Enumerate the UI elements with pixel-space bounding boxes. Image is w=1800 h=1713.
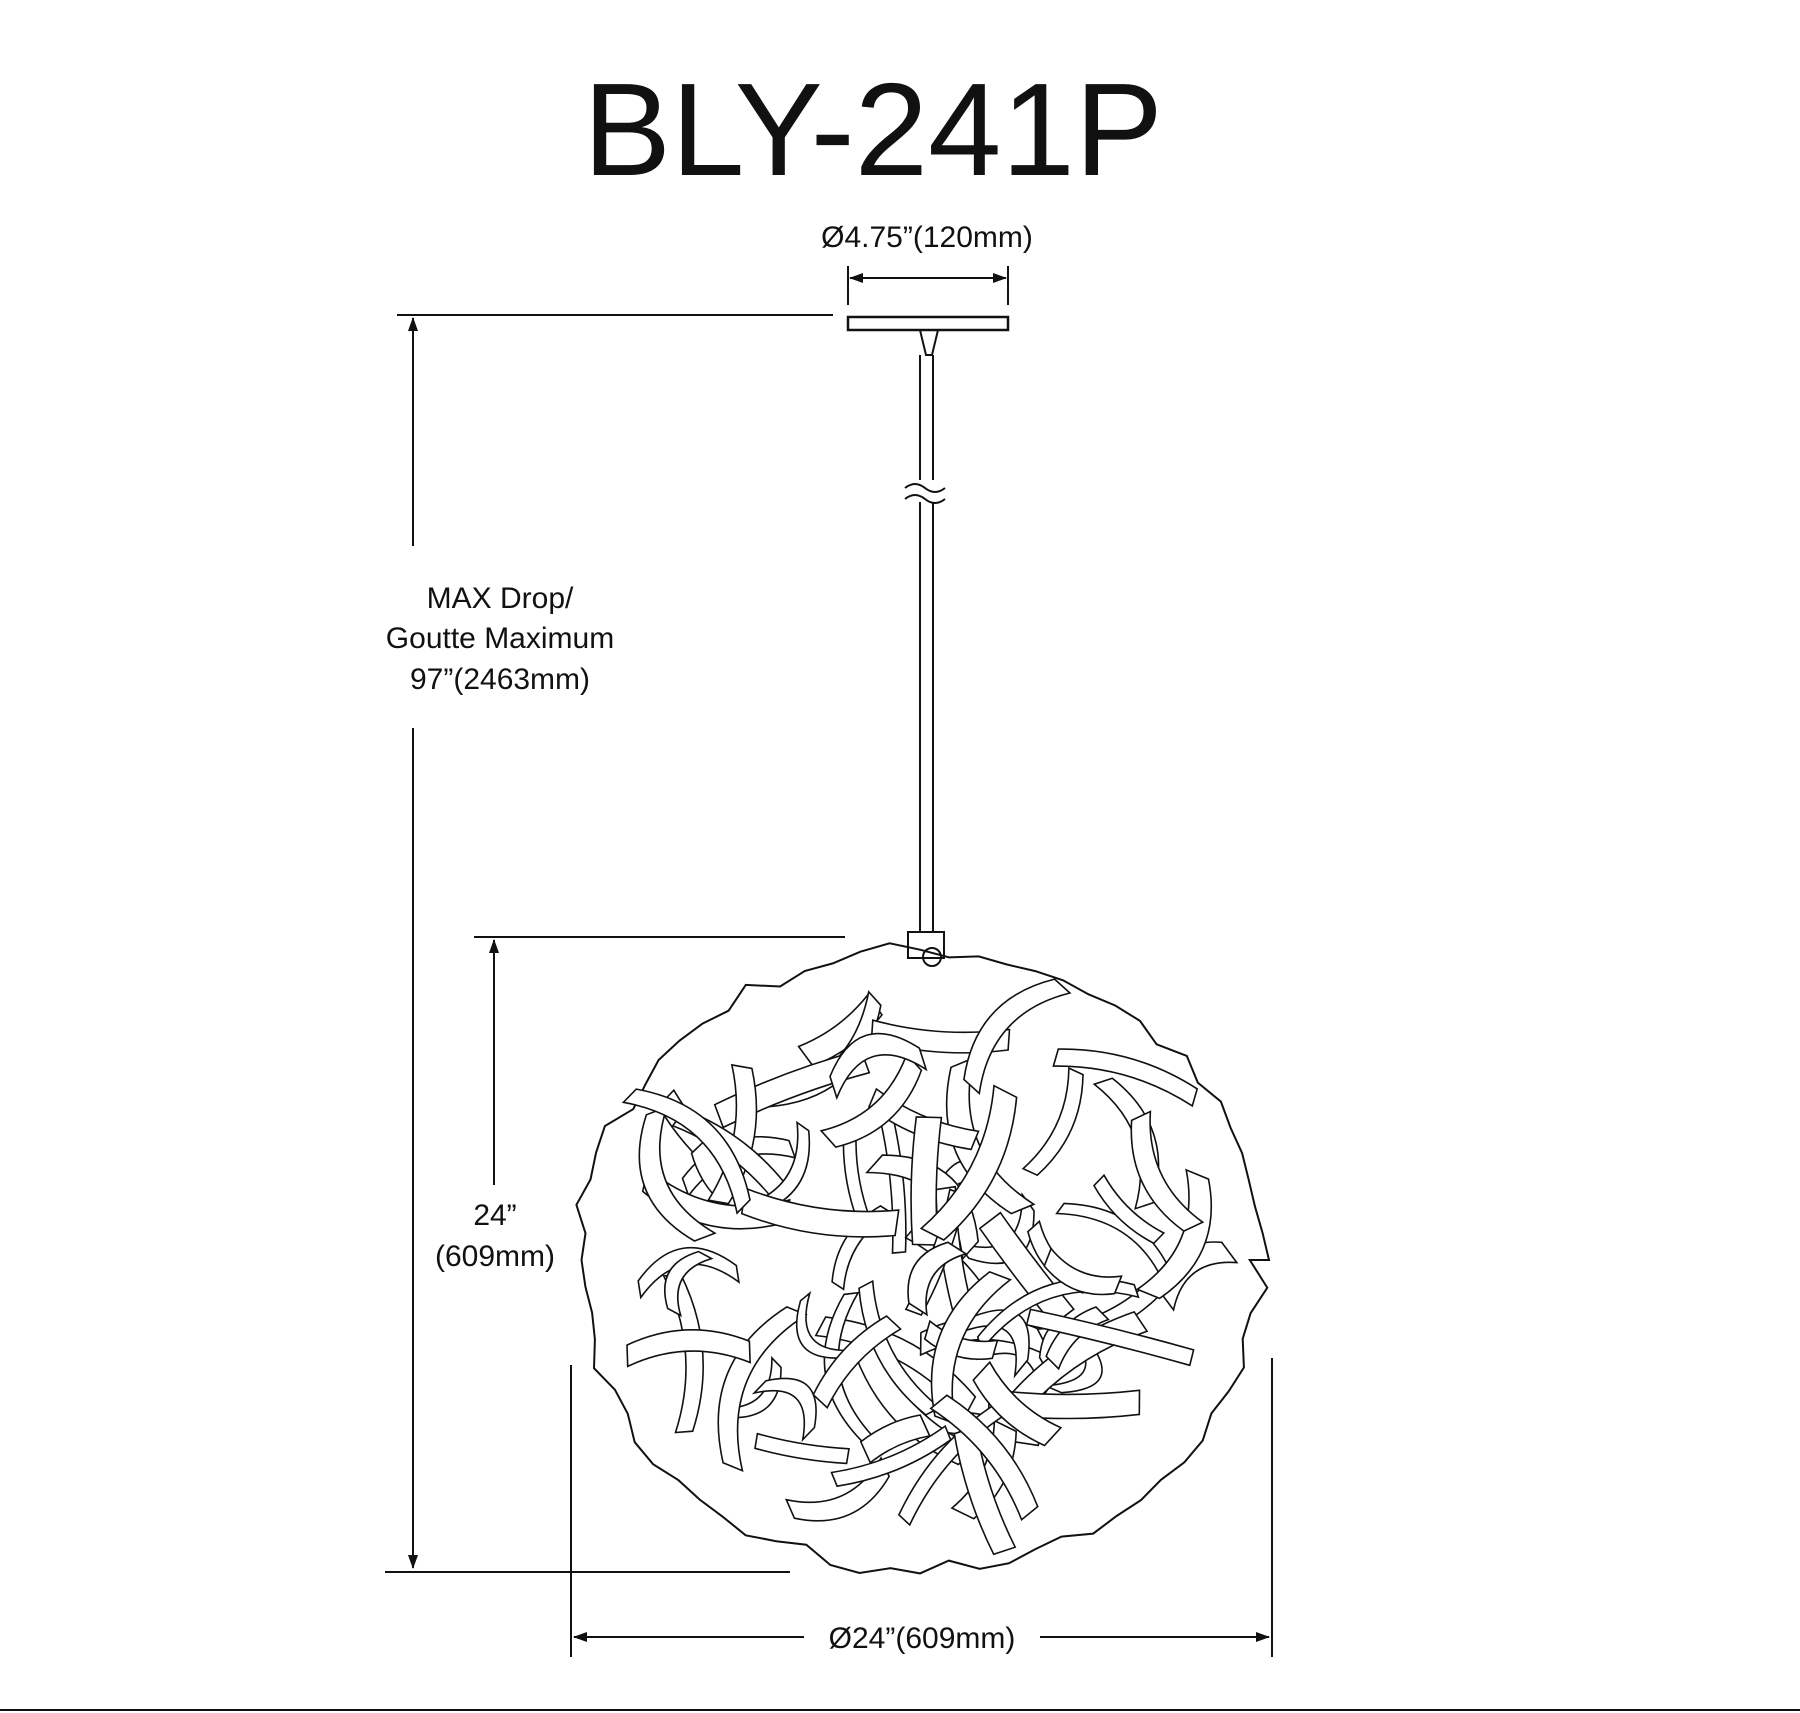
ribbon-strip [1130, 1110, 1205, 1233]
ribbon-strip [1025, 1308, 1195, 1367]
shade-height-label-line2: (609mm) [435, 1240, 555, 1273]
canopy-diameter-label: Ø4.75”(120mm) [821, 221, 1033, 254]
ribbon-strip [972, 1360, 1063, 1447]
ribbon-strip [963, 978, 1072, 1096]
max-drop-dimension: MAX Drop/ Goutte Maximum 97”(2463mm) [385, 314, 833, 1573]
ribbon-strip [626, 1329, 751, 1368]
shade-width-label: Ø24”(609mm) [829, 1622, 1016, 1655]
shade-height-label-line1: 24” [473, 1199, 516, 1232]
ribbon-strip [1093, 1173, 1166, 1245]
ribbon-strip [1055, 1202, 1178, 1298]
max-drop-label-line1: MAX Drop/ [427, 582, 574, 615]
ribbon-strip [1021, 1066, 1084, 1177]
ribbon-strip [621, 1088, 751, 1215]
ribbon-strip [930, 1270, 1012, 1426]
ribbon-strip [812, 1315, 902, 1410]
max-drop-label-line3: 97”(2463mm) [410, 663, 590, 696]
ribbon-strip [830, 1424, 952, 1488]
ribbon-strip [976, 1278, 1140, 1352]
ribbon-strip [1052, 1048, 1199, 1108]
ribbon-strip [819, 1052, 923, 1148]
ribbon-strip [953, 1425, 1017, 1556]
ribbon-strip [664, 1250, 714, 1318]
ribbon-strip [751, 1377, 817, 1443]
product-title: BLY-241P [583, 56, 1163, 203]
ribbon-strip [637, 1246, 740, 1300]
ribbon-strip [842, 1136, 872, 1222]
ribbon-strip [795, 1290, 860, 1359]
ribbon-strip [717, 1306, 808, 1473]
shade-height-dimension: 24” (609mm) [435, 936, 845, 1273]
ribbon-strip [740, 1187, 900, 1238]
ribbon-strip [718, 1355, 782, 1419]
ribbon-strip [859, 1414, 931, 1464]
max-drop-label-line2: Goutte Maximum [386, 622, 614, 655]
ribbon-strip [910, 1116, 943, 1246]
shade-width-dimension: Ø24”(609mm) [570, 1358, 1273, 1657]
ribbon-strip [919, 1084, 1018, 1241]
ribbon-strip [907, 1241, 968, 1317]
ribbon-strip [754, 1432, 850, 1465]
canopy-and-stem [846, 315, 1010, 967]
canopy-diameter-dimension: Ø4.75”(120mm) [821, 221, 1033, 305]
ribbon-strip [829, 1032, 928, 1101]
woven-ribbon-shade [575, 942, 1271, 1575]
ribbon-strip [1043, 1247, 1123, 1296]
ribbon-strip [1135, 1168, 1212, 1300]
ribbon-strip [929, 1394, 1039, 1522]
